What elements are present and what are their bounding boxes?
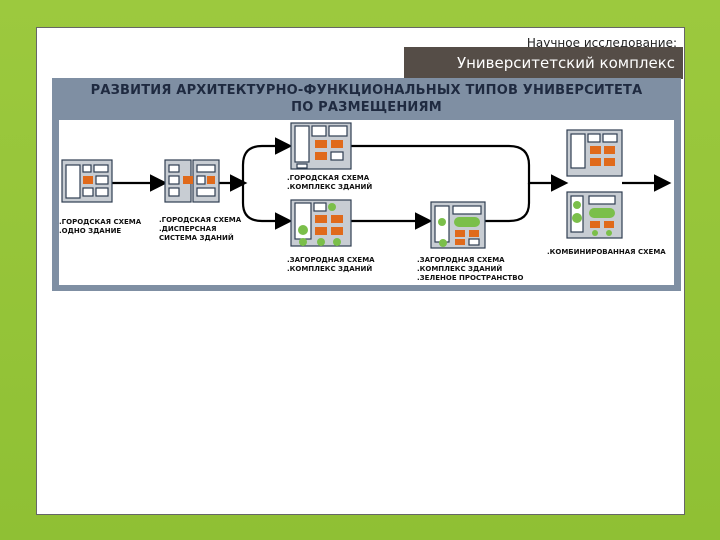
- stage5-label-line1: .ЗАГОРОДНАЯ СХЕМА: [417, 256, 505, 264]
- stage1-label: .ГОРОДСКАЯ СХЕМА .ОДНО ЗДАНИЕ: [59, 218, 141, 236]
- stage1-icon: [61, 159, 113, 203]
- diagram-body: .ГОРОДСКАЯ СХЕМА .ОДНО ЗДАНИЕ .ГОРОДСКАЯ…: [59, 120, 674, 285]
- diagram-title: РАЗВИТИЯ АРХИТЕКТУРНО-ФУНКЦИОНАЛЬНЫХ ТИП…: [52, 78, 681, 119]
- stage1-label-line1: .ГОРОДСКАЯ СХЕМА: [59, 218, 142, 226]
- stage3-label-line2: .КОМПЛЕКС ЗДАНИЙ: [287, 183, 373, 191]
- stage5-icon: [430, 201, 486, 249]
- diagram: РАЗВИТИЯ АРХИТЕКТУРНО-ФУНКЦИОНАЛЬНЫХ ТИП…: [52, 78, 681, 291]
- flow-arrows: [112, 137, 672, 230]
- stage6-icon: [566, 129, 623, 239]
- stage2-label-line2: .ДИСПЕРСНАЯ: [159, 225, 217, 233]
- stage2-label: .ГОРОДСКАЯ СХЕМА .ДИСПЕРСНАЯ СИСТЕМА ЗДА…: [159, 216, 241, 243]
- arrow-bottom-branch: [241, 183, 293, 230]
- stage5-label-line2: .КОМПЛЕКС ЗДАНИЙ: [417, 265, 503, 273]
- arrow-top-branch: [241, 137, 293, 183]
- diagram-title-line1: РАЗВИТИЯ АРХИТЕКТУРНО-ФУНКЦИОНАЛЬНЫХ ТИП…: [90, 82, 643, 98]
- stage3-label-line1: .ГОРОДСКАЯ СХЕМА: [287, 174, 370, 182]
- diagram-canvas: [61, 122, 672, 249]
- stage5-label: .ЗАГОРОДНАЯ СХЕМА .КОМПЛЕКС ЗДАНИЙ .ЗЕЛЕ…: [417, 256, 524, 283]
- stage4-icon: [290, 199, 352, 247]
- stage5-label-line3: .ЗЕЛЕНОЕ ПРОСТРАНСТВО: [417, 274, 524, 282]
- stage2-label-line3: СИСТЕМА ЗДАНИЙ: [159, 234, 234, 242]
- stage6-label-line1: .КОМБИНИРОВАННАЯ СХЕМА: [547, 248, 666, 256]
- stage3-label: .ГОРОДСКАЯ СХЕМА .КОМПЛЕКС ЗДАНИЙ: [287, 174, 372, 192]
- arrow-top-merge: [508, 144, 569, 192]
- arrow-bottom-merge: [484, 183, 531, 223]
- stage1-label-line2: .ОДНО ЗДАНИЕ: [59, 227, 122, 235]
- diagram-title-line2: ПО РАЗМЕЩЕНИЯМ: [291, 99, 442, 115]
- stage2-label-line1: .ГОРОДСКАЯ СХЕМА: [159, 216, 242, 224]
- stage4-label: .ЗАГОРОДНАЯ СХЕМА .КОМПЛЕКС ЗДАНИЙ: [287, 256, 375, 274]
- stage4-label-line1: .ЗАГОРОДНАЯ СХЕМА: [287, 256, 375, 264]
- stage2-icon: [164, 159, 220, 203]
- slide-title: Университетский комплекс: [404, 47, 683, 79]
- stage3-icon: [290, 122, 352, 170]
- stage4-label-line2: .КОМПЛЕКС ЗДАНИЙ: [287, 265, 373, 273]
- slide-title-box: Научное исследование: Университетский ко…: [404, 30, 683, 79]
- stage6-label: .КОМБИНИРОВАННАЯ СХЕМА: [547, 248, 666, 257]
